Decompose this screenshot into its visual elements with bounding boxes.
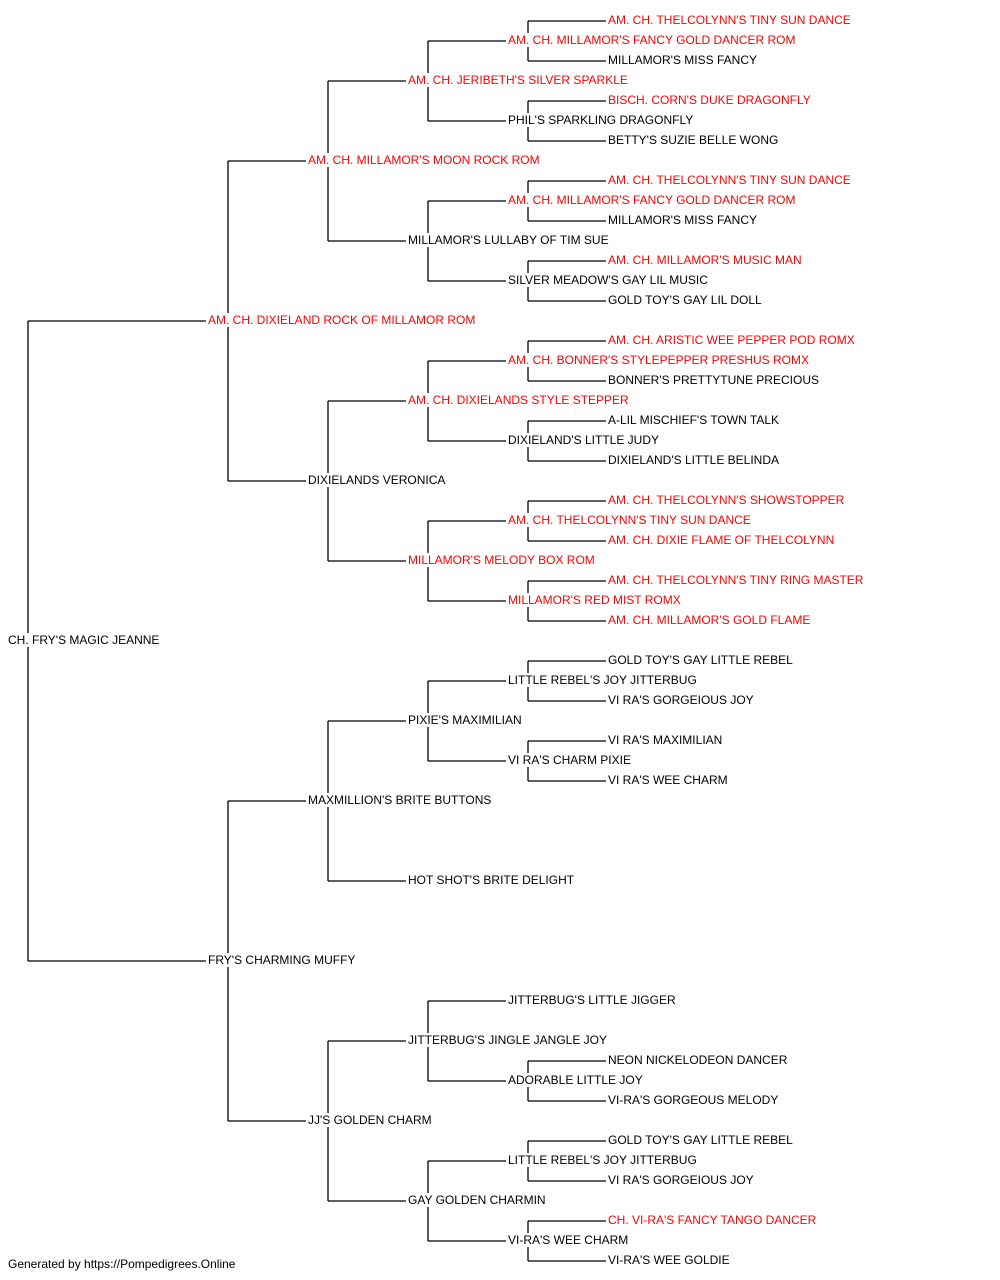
ancestor-name: VI RA'S CHARM PIXIE [508,753,631,767]
ancestor-name: AM. CH. MILLAMOR'S MOON ROCK ROM [308,153,540,167]
ancestor-name: JITTERBUG'S JINGLE JANGLE JOY [408,1033,607,1047]
ancestor-name: JITTERBUG'S LITTLE JIGGER [508,993,676,1007]
pedigree-connectors [27,20,606,1262]
ancestor-name: AM. CH. THELCOLYNN'S SHOWSTOPPER [608,493,845,507]
ancestor-name: VI-RA'S GORGEOUS MELODY [608,1093,778,1107]
ancestor-name: AM. CH. DIXIE FLAME OF THELCOLYNN [608,533,834,547]
ancestor-name: AM. CH. THELCOLYNN'S TINY SUN DANCE [608,13,851,27]
ancestor-name: BISCH. CORN'S DUKE DRAGONFLY [608,93,811,107]
subject-dog-name: CH. FRY'S MAGIC JEANNE [8,633,159,647]
ancestor-name: DIXIELAND'S LITTLE BELINDA [608,453,779,467]
ancestor-name: AM. CH. THELCOLYNN'S TINY SUN DANCE [608,173,851,187]
ancestor-name: PIXIE'S MAXIMILIAN [408,713,522,727]
ancestor-name: AM. CH. THELCOLYNN'S TINY SUN DANCE [508,513,751,527]
ancestor-name: GOLD TOY'S GAY LIL DOLL [608,293,762,307]
ancestor-name: AM. CH. ARISTIC WEE PEPPER POD ROMX [608,333,855,347]
ancestor-name: MILLAMOR'S RED MIST ROMX [508,593,681,607]
pedigree-names: CH. FRY'S MAGIC JEANNE AM. CH. DIXIELAND … [8,13,864,1267]
ancestor-name: PHIL'S SPARKLING DRAGONFLY [508,113,693,127]
ancestor-name: AM. CH. DIXIELAND ROCK OF MILLAMOR ROM [208,313,475,327]
ancestor-name: MILLAMOR'S MISS FANCY [608,213,757,227]
ancestor-name: VI RA'S GORGEIOUS JOY [608,1173,754,1187]
ancestor-name: DIXIELAND'S LITTLE JUDY [508,433,659,447]
ancestor-name: BONNER'S PRETTYTUNE PRECIOUS [608,373,819,387]
ancestor-name: DIXIELANDS VERONICA [308,473,445,487]
ancestor-name: AM. CH. JERIBETH'S SILVER SPARKLE [408,73,628,87]
ancestor-name: AM. CH. MILLAMOR'S MUSIC MAN [608,253,802,267]
ancestor-name: MAXMILLION'S BRITE BUTTONS [308,793,491,807]
footer-credit: Generated by https://Pompedigrees.Online [8,1257,236,1271]
ancestor-name: A-LIL MISCHIEF'S TOWN TALK [608,413,779,427]
ancestor-name: VI RA'S GORGEIOUS JOY [608,693,754,707]
ancestor-name: AM. CH. THELCOLYNN'S TINY RING MASTER [608,573,864,587]
ancestor-name: BETTY'S SUZIE BELLE WONG [608,133,778,147]
ancestor-name: MILLAMOR'S LULLABY OF TIM SUE [408,233,609,247]
ancestor-name: GOLD TOY'S GAY LITTLE REBEL [608,1133,793,1147]
ancestor-name: MILLAMOR'S MISS FANCY [608,53,757,67]
ancestor-name: AM. CH. MILLAMOR'S FANCY GOLD DANCER ROM [508,193,795,207]
ancestor-name: VI RA'S MAXIMILIAN [608,733,722,747]
ancestor-name: GAY GOLDEN CHARMIN [408,1193,546,1207]
ancestor-name: VI RA'S WEE CHARM [608,773,728,787]
ancestor-name: CH. VI-RA'S FANCY TANGO DANCER [608,1213,817,1227]
ancestor-name: ADORABLE LITTLE JOY [508,1073,643,1087]
ancestor-name: AM. CH. DIXIELANDS STYLE STEPPER [408,393,629,407]
ancestor-name: AM. CH. MILLAMOR'S FANCY GOLD DANCER ROM [508,33,795,47]
ancestor-name: NEON NICKELODEON DANCER [608,1053,788,1067]
ancestor-name: AM. CH. MILLAMOR'S GOLD FLAME [608,613,810,627]
ancestor-name: MILLAMOR'S MELODY BOX ROM [408,553,595,567]
ancestor-name: FRY'S CHARMING MUFFY [208,953,355,967]
ancestor-name: JJ'S GOLDEN CHARM [308,1113,432,1127]
ancestor-name: LITTLE REBEL'S JOY JITTERBUG [508,673,697,687]
ancestor-name: GOLD TOY'S GAY LITTLE REBEL [608,653,793,667]
ancestor-name: HOT SHOT'S BRITE DELIGHT [408,873,575,887]
ancestor-name: VI-RA'S WEE CHARM [508,1233,628,1247]
ancestor-name: AM. CH. BONNER'S STYLEPEPPER PRESHUS ROM… [508,353,809,367]
ancestor-name: SILVER MEADOW'S GAY LIL MUSIC [508,273,708,287]
ancestor-name: LITTLE REBEL'S JOY JITTERBUG [508,1153,697,1167]
ancestor-name: VI-RA'S WEE GOLDIE [608,1253,730,1267]
